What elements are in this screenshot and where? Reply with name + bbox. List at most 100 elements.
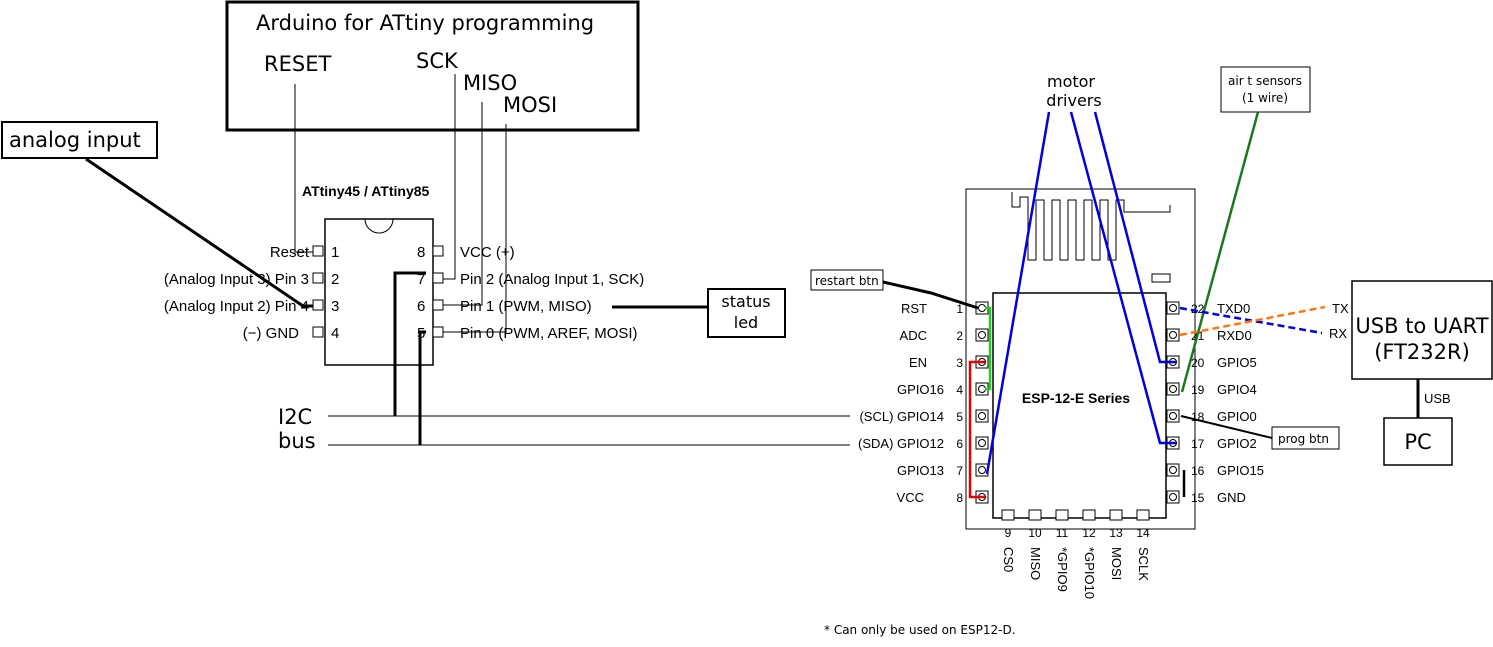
esp-pin-num: 20 [1191, 356, 1205, 370]
esp-pin-label: GPIO0 [1217, 409, 1257, 424]
esp-pin-num: 2 [956, 329, 963, 343]
pc-box [1383, 417, 1453, 466]
air-sensors-label-1: air t sensors [1228, 74, 1302, 88]
rst-gpio16-jumper [985, 306, 992, 391]
esp-pin-label: GPIO4 [1217, 382, 1257, 397]
restart-btn-label: restart btn [815, 274, 879, 288]
esp-pin-label: *GPIO10 [1082, 547, 1097, 599]
esp-bottom-pins: 9 10 11 12 13 14 CS0 MISO *GPIO9 *GPIO10… [1001, 526, 1151, 599]
attiny-body [324, 218, 434, 366]
uart-tx-label: TX [1332, 301, 1349, 316]
esp-pin-num: 7 [956, 464, 963, 478]
esp-pin-label: VCC [897, 490, 924, 505]
attiny-pin-label: Reset [270, 244, 310, 261]
attiny-pin-label: (−) GND [243, 325, 299, 342]
esp-title: ESP-12-E Series [1022, 390, 1130, 406]
esp-pin-label: CS0 [1001, 547, 1016, 572]
mosi-wire [441, 124, 507, 333]
esp-pin-num: 12 [1082, 526, 1096, 540]
motor-wire-gpio13 [985, 111, 1051, 475]
esp-pin-label: (SCL) GPIO14 [859, 409, 944, 424]
attiny-pin-label: Pin 0 (PWM, AREF, MOSI) [460, 325, 638, 342]
arduino-reset-label: RESET [264, 52, 331, 76]
esp-right-pins: 22 21 20 19 18 17 16 15 TXD0 RXD0 GPIO5 … [1191, 301, 1264, 505]
analog-input-label: analog input [9, 128, 141, 152]
attiny-right-pins: 8 7 6 5 VCC (+) Pin 2 (Analog Input 1, S… [417, 244, 644, 342]
en-vcc-jumper [968, 360, 985, 499]
status-led-box [707, 288, 786, 338]
esp-pin-num: 1 [956, 302, 963, 316]
esp-pin-label: TXD0 [1217, 301, 1250, 316]
esp-pin-num: 15 [1191, 491, 1205, 505]
attiny-pin-num: 6 [417, 298, 425, 315]
esp-pin-num: 3 [956, 356, 963, 370]
attiny-notch [364, 218, 394, 234]
esp-pin-label: RST [901, 301, 927, 316]
prog-btn-wire [1180, 415, 1273, 439]
uart-rx-label: RX [1329, 326, 1347, 341]
esp-pin-label: GPIO2 [1217, 436, 1257, 451]
arduino-mosi-label: MOSI [503, 93, 557, 117]
esp-pin-label: EN [909, 355, 927, 370]
attiny-pin-label: Pin 1 (PWM, MISO) [460, 298, 592, 315]
miso-wire [441, 102, 483, 306]
motor-drivers-label-2: drivers [1046, 91, 1101, 110]
analog-input-box [1, 121, 158, 159]
programming-wires [294, 74, 507, 333]
prog-btn-box [1271, 426, 1340, 450]
esp-pin-num: 4 [956, 383, 963, 397]
attiny-i2c-wires [393, 271, 426, 445]
uart-box [1351, 280, 1493, 380]
air-sensors-box [1220, 66, 1311, 113]
status-led-label-2: led [734, 313, 758, 332]
esp-pin-num: 8 [956, 491, 963, 505]
esp-pin-num: 9 [1005, 526, 1012, 540]
esp-pin-label: RXD0 [1217, 328, 1252, 343]
esp-antenna-trace [1011, 192, 1171, 261]
motor-wire-gpio2 [1069, 111, 1176, 445]
esp-led [1151, 273, 1171, 283]
esp-pin-label: MOSI [1109, 547, 1124, 580]
sck-wire [441, 74, 456, 280]
attiny-title: ATtiny45 / ATtiny85 [302, 183, 430, 199]
attiny-pin-label: (Analog Input 3) Pin 3 [164, 271, 309, 288]
attiny-pin-label: (Analog Input 2) Pin 4 [164, 298, 309, 315]
esp-pin-label: GPIO16 [897, 382, 944, 397]
arduino-sck-label: SCK [416, 49, 459, 73]
esp-pin-label: ADC [900, 328, 927, 343]
esp-pin-num: 5 [956, 410, 963, 424]
esp-pin-num: 13 [1109, 526, 1123, 540]
esp-pin-num: 6 [956, 437, 963, 451]
attiny-pin-num: 1 [331, 244, 339, 261]
attiny-pin-num: 2 [331, 271, 339, 288]
sda-tap [418, 330, 426, 445]
esp-pin-num: 10 [1028, 526, 1042, 540]
air-sensor-wire [1180, 111, 1260, 393]
esp-pin-label: MISO [1028, 547, 1043, 580]
attiny-pin-num: 8 [417, 244, 425, 261]
esp-footnote: * Can only be used on ESP12-D. [824, 623, 1016, 637]
analog-input-wire [85, 157, 317, 308]
attiny-pin-num: 7 [417, 271, 425, 288]
esp-left-pins: RST ADC EN GPIO16 (SCL) GPIO14 (SDA) GPI… [858, 301, 963, 505]
air-sensors-label-2: (1 wire) [1242, 91, 1288, 105]
attiny-left-pins: 1 2 3 4 Reset (Analog Input 3) Pin 3 (An… [164, 244, 339, 342]
pc-label: PC [1404, 430, 1431, 454]
i2c-bus-lines [328, 415, 850, 446]
esp-pin-num: 17 [1191, 437, 1205, 451]
arduino-miso-label: MISO [463, 71, 517, 95]
attiny-pin-label: Pin 2 (Analog Input 1, SCK) [460, 271, 644, 288]
esp-pin-label: GPIO13 [897, 463, 944, 478]
usb-label: USB [1424, 391, 1451, 406]
rxd-tx-wire [1179, 305, 1326, 337]
attiny-pin-label: VCC (+) [460, 244, 515, 261]
esp-pin-num: 11 [1056, 526, 1069, 540]
esp-module: ESP-12-E Series [965, 188, 1196, 530]
esp-pin-num: 16 [1191, 464, 1205, 478]
uart-title-2: (FT232R) [1374, 340, 1470, 364]
esp-pin-num: 19 [1191, 383, 1205, 397]
uart-title-1: USB to UART [1355, 314, 1488, 338]
esp-pin-num: 22 [1191, 302, 1205, 316]
